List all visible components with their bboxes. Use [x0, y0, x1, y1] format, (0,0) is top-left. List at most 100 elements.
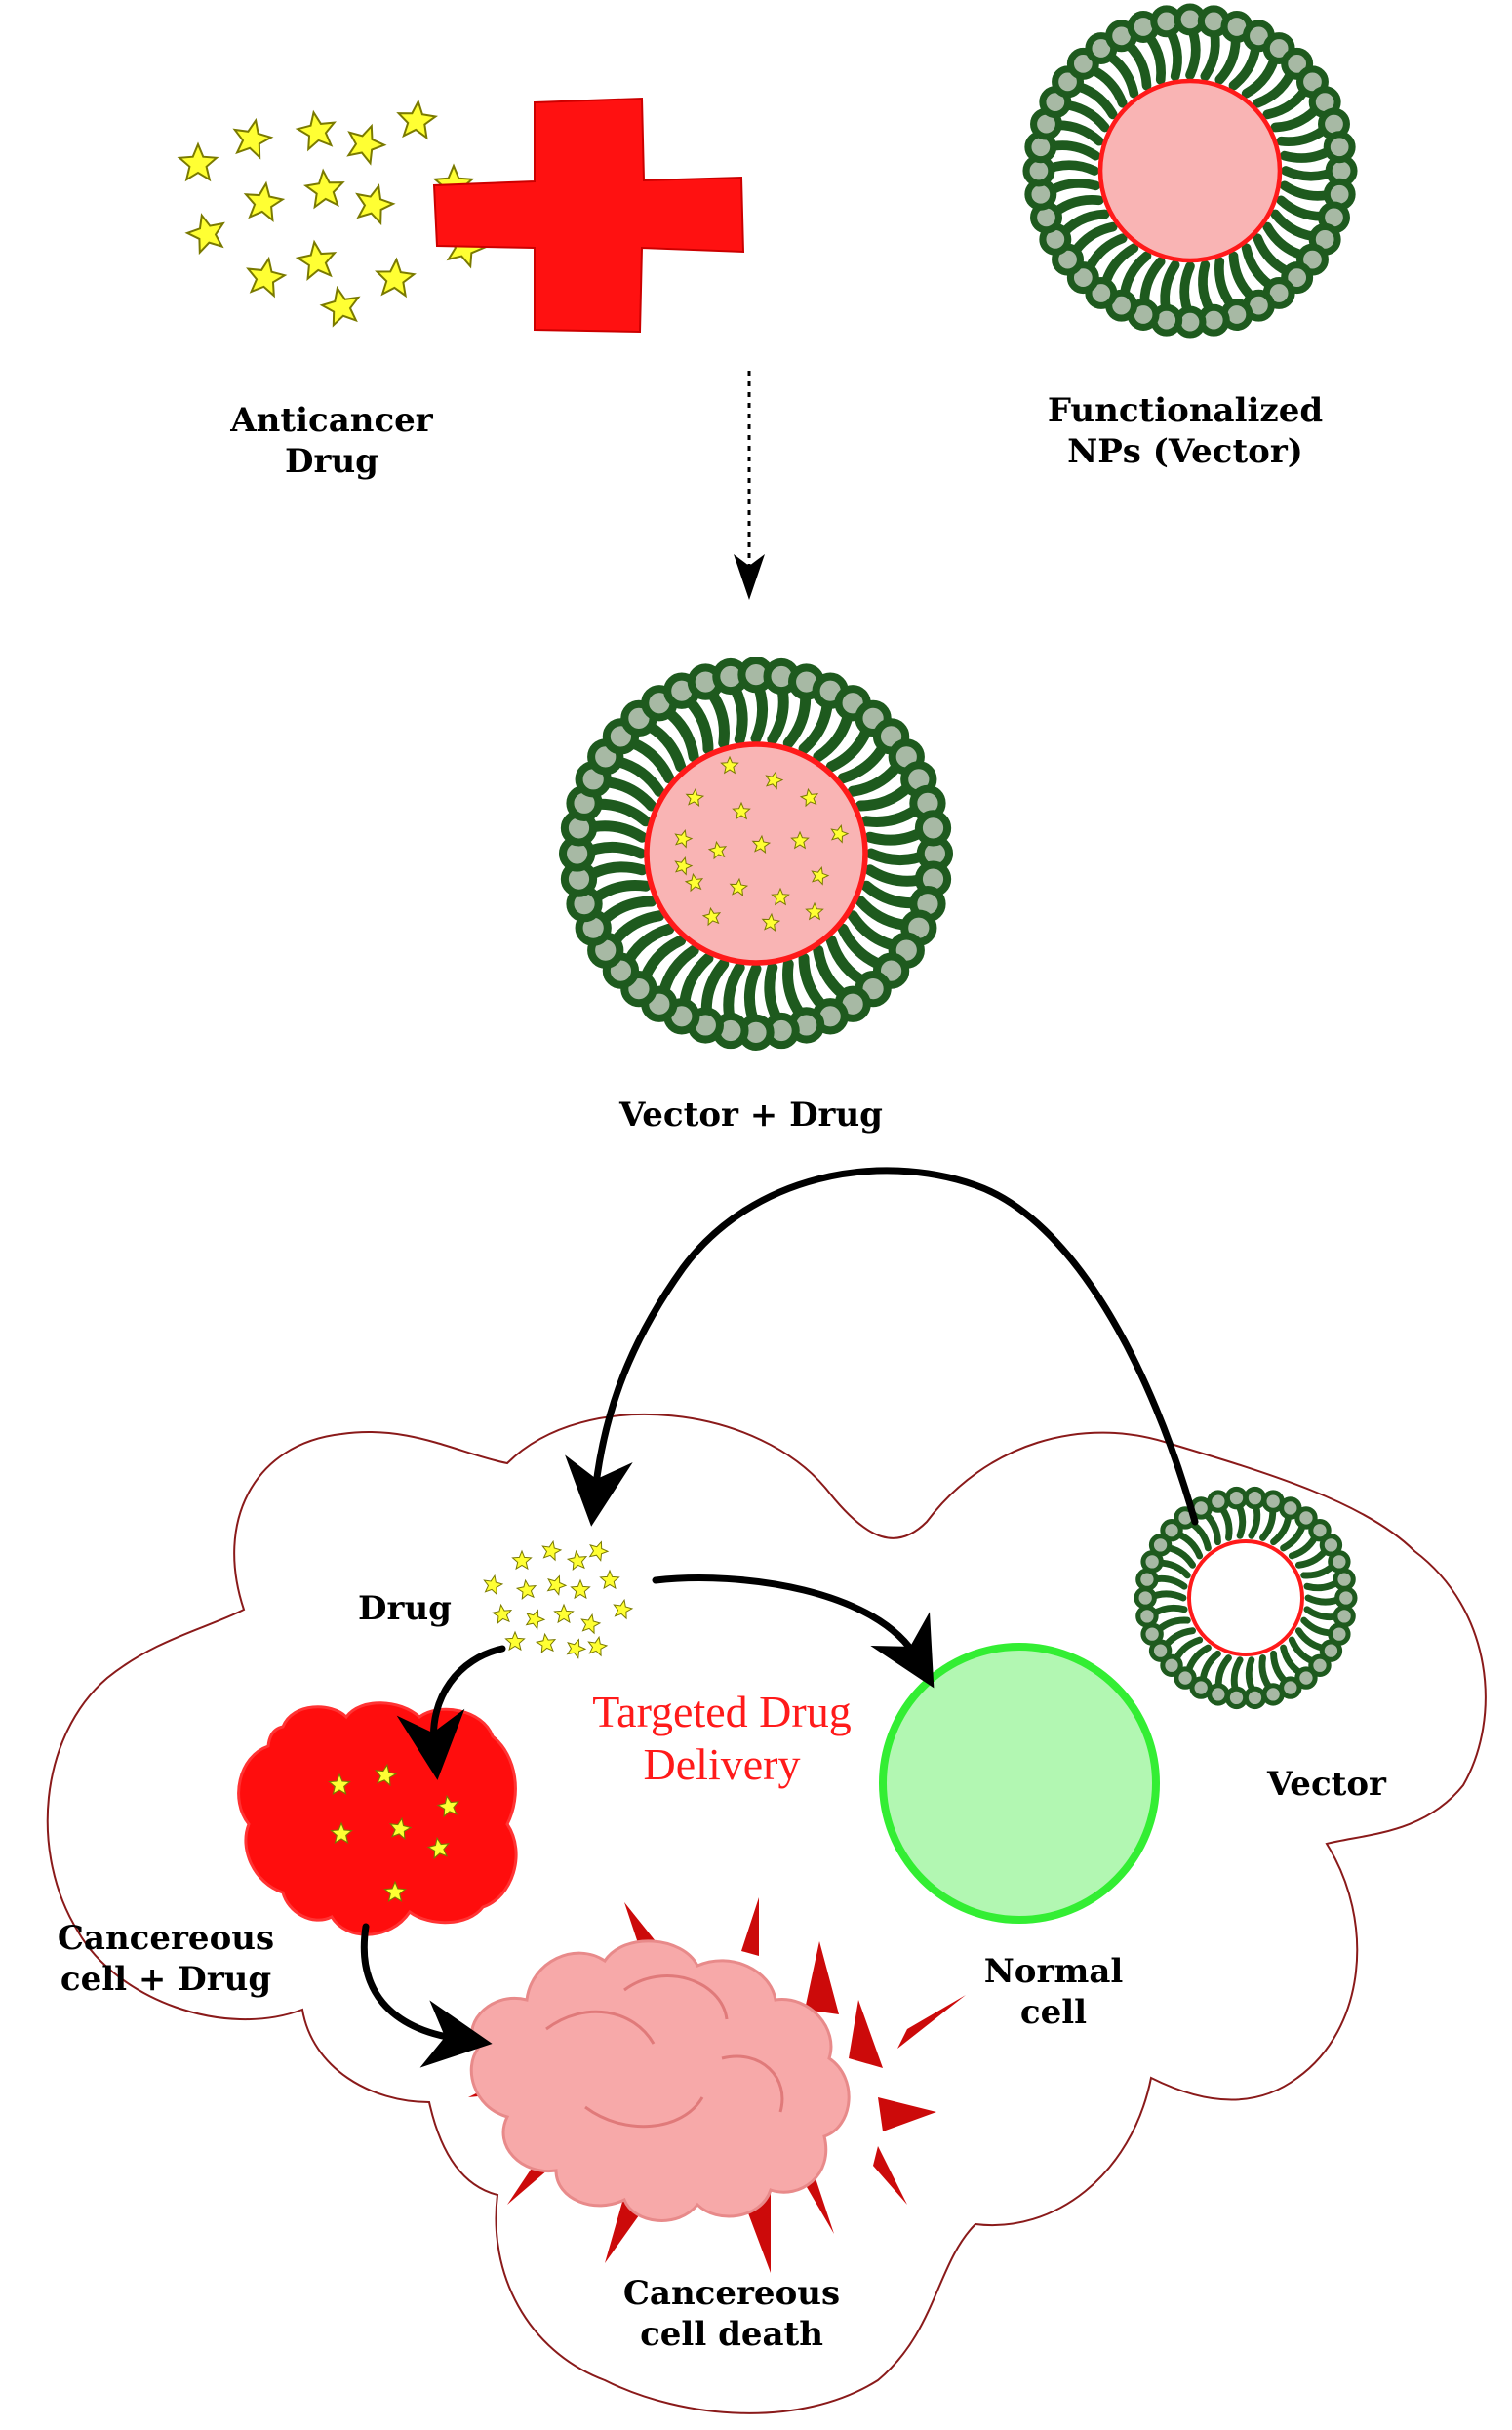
lipid-head [1174, 1666, 1197, 1690]
nanoparticle-vector-icon [1022, 3, 1358, 339]
drug-star [243, 180, 286, 222]
lipid-head [1160, 1653, 1183, 1677]
drug-star [765, 771, 784, 790]
normal-cell-icon [879, 1643, 1160, 1924]
explosion-spike [800, 2175, 834, 2234]
drug-star [674, 856, 694, 876]
drug-star [799, 787, 819, 808]
explosion-spike [878, 2097, 936, 2131]
drug-star [374, 1763, 398, 1787]
label-functionalized-line1: Functionalized [1047, 391, 1324, 430]
drug-star [383, 1880, 407, 1903]
drug-star [246, 256, 288, 299]
label-anticancer-drug: Anticancer Drug [195, 400, 468, 482]
lipid-head [1328, 1550, 1351, 1574]
drug-star [566, 1638, 587, 1659]
drug-star [483, 1574, 504, 1596]
label-vector-plus-drug: Vector + Drug [585, 1095, 917, 1135]
drug-star [771, 887, 790, 906]
drug-star [426, 1836, 451, 1860]
drug-star [588, 1540, 610, 1562]
np-core [1097, 78, 1283, 263]
vector-drug-complex-icon [558, 656, 954, 1052]
drug-star [830, 824, 850, 844]
lipid-head [1308, 1653, 1332, 1677]
drug-star [375, 257, 417, 299]
lipid-head [1189, 1676, 1213, 1699]
drug-star [436, 1794, 460, 1818]
drug-star [232, 117, 274, 160]
drug-star [684, 872, 704, 893]
empty-vector-icon [1134, 1486, 1358, 1710]
lipid-head [1224, 1486, 1249, 1510]
lipid-head [1323, 131, 1356, 164]
dying-cell-fold [623, 1974, 729, 2020]
lipid-head [1160, 1519, 1183, 1542]
drug-star [613, 1598, 634, 1620]
anticancer-drug-stars [177, 99, 487, 328]
explosion-spike [741, 1897, 759, 1956]
drug-star [177, 141, 219, 182]
lipid-head [1333, 1568, 1356, 1591]
label-death-line1: Cancereous [622, 2274, 841, 2313]
drug-star [525, 1609, 546, 1630]
lipid-head [1243, 1686, 1267, 1710]
drug-star [504, 1630, 526, 1652]
label-cancereous-cell-drug: Cancereous cell + Drug [49, 1918, 283, 2000]
arrow-cancer-to-death [360, 1923, 493, 2068]
label-functionalized-line2: NPs (Vector) [1067, 432, 1303, 471]
label-targeted-line2: Delivery [643, 1739, 801, 1789]
drug-star [732, 801, 751, 820]
arrow-drug-to-normal-cell [652, 1574, 935, 1689]
drug-star [541, 1539, 563, 1562]
label-vector-drug-text: Vector + Drug [619, 1095, 883, 1135]
drug-star [303, 168, 345, 210]
dying-cell-fold [721, 2054, 784, 2113]
lipid-head [1135, 1605, 1159, 1628]
drug-star [751, 834, 772, 854]
dying-cell-body [469, 1939, 851, 2222]
lipid-head [1334, 1586, 1358, 1610]
drug-star [566, 1549, 588, 1571]
label-cancer-drug-line1: Cancereous [57, 1919, 275, 1958]
label-normal-line1: Normal [983, 1952, 1124, 1991]
drug-cluster [483, 1539, 634, 1659]
label-anticancer-line2: Drug [285, 442, 378, 481]
drug-star [295, 109, 337, 152]
drug-star [511, 1549, 533, 1571]
drug-star [295, 239, 338, 281]
lipid-head [1243, 1486, 1267, 1510]
label-functionalized-nps: Functionalized NPs (Vector) [1024, 390, 1346, 472]
lipid-head [1135, 1568, 1159, 1591]
drug-star [553, 1603, 575, 1624]
drug-star [761, 912, 781, 932]
drug-star [570, 1578, 591, 1600]
drug-star [328, 1773, 351, 1796]
arrow-vector-to-drug [565, 1167, 1199, 1527]
lipid-head [1294, 1666, 1318, 1690]
explosion-spike [873, 2146, 907, 2205]
drug-star [388, 1816, 413, 1841]
explosion-spike [897, 1995, 966, 2049]
lipid-head [1294, 1506, 1318, 1530]
drug-star [319, 285, 361, 328]
tissue-outline [46, 1413, 1487, 2414]
lipid-head [1148, 1534, 1173, 1557]
drug-star [330, 1821, 353, 1845]
label-cancereous-cell-death: Cancereous cell death [605, 2273, 858, 2355]
drug-star [729, 877, 749, 896]
dying-cell-fold [545, 2010, 656, 2045]
drug-star [674, 829, 694, 849]
drug-star [184, 213, 225, 256]
lipid-head [1319, 1639, 1343, 1662]
lipid-head [1207, 1490, 1230, 1513]
drug-star [790, 830, 810, 850]
drug-star [546, 1574, 568, 1596]
cell-death-explosion-icon [449, 1897, 966, 2273]
label-targeted-line1: Targeted Drug [592, 1687, 852, 1736]
lipid-head [914, 810, 952, 847]
label-drug: Drug [341, 1588, 468, 1629]
explosion-spike [849, 2000, 883, 2068]
